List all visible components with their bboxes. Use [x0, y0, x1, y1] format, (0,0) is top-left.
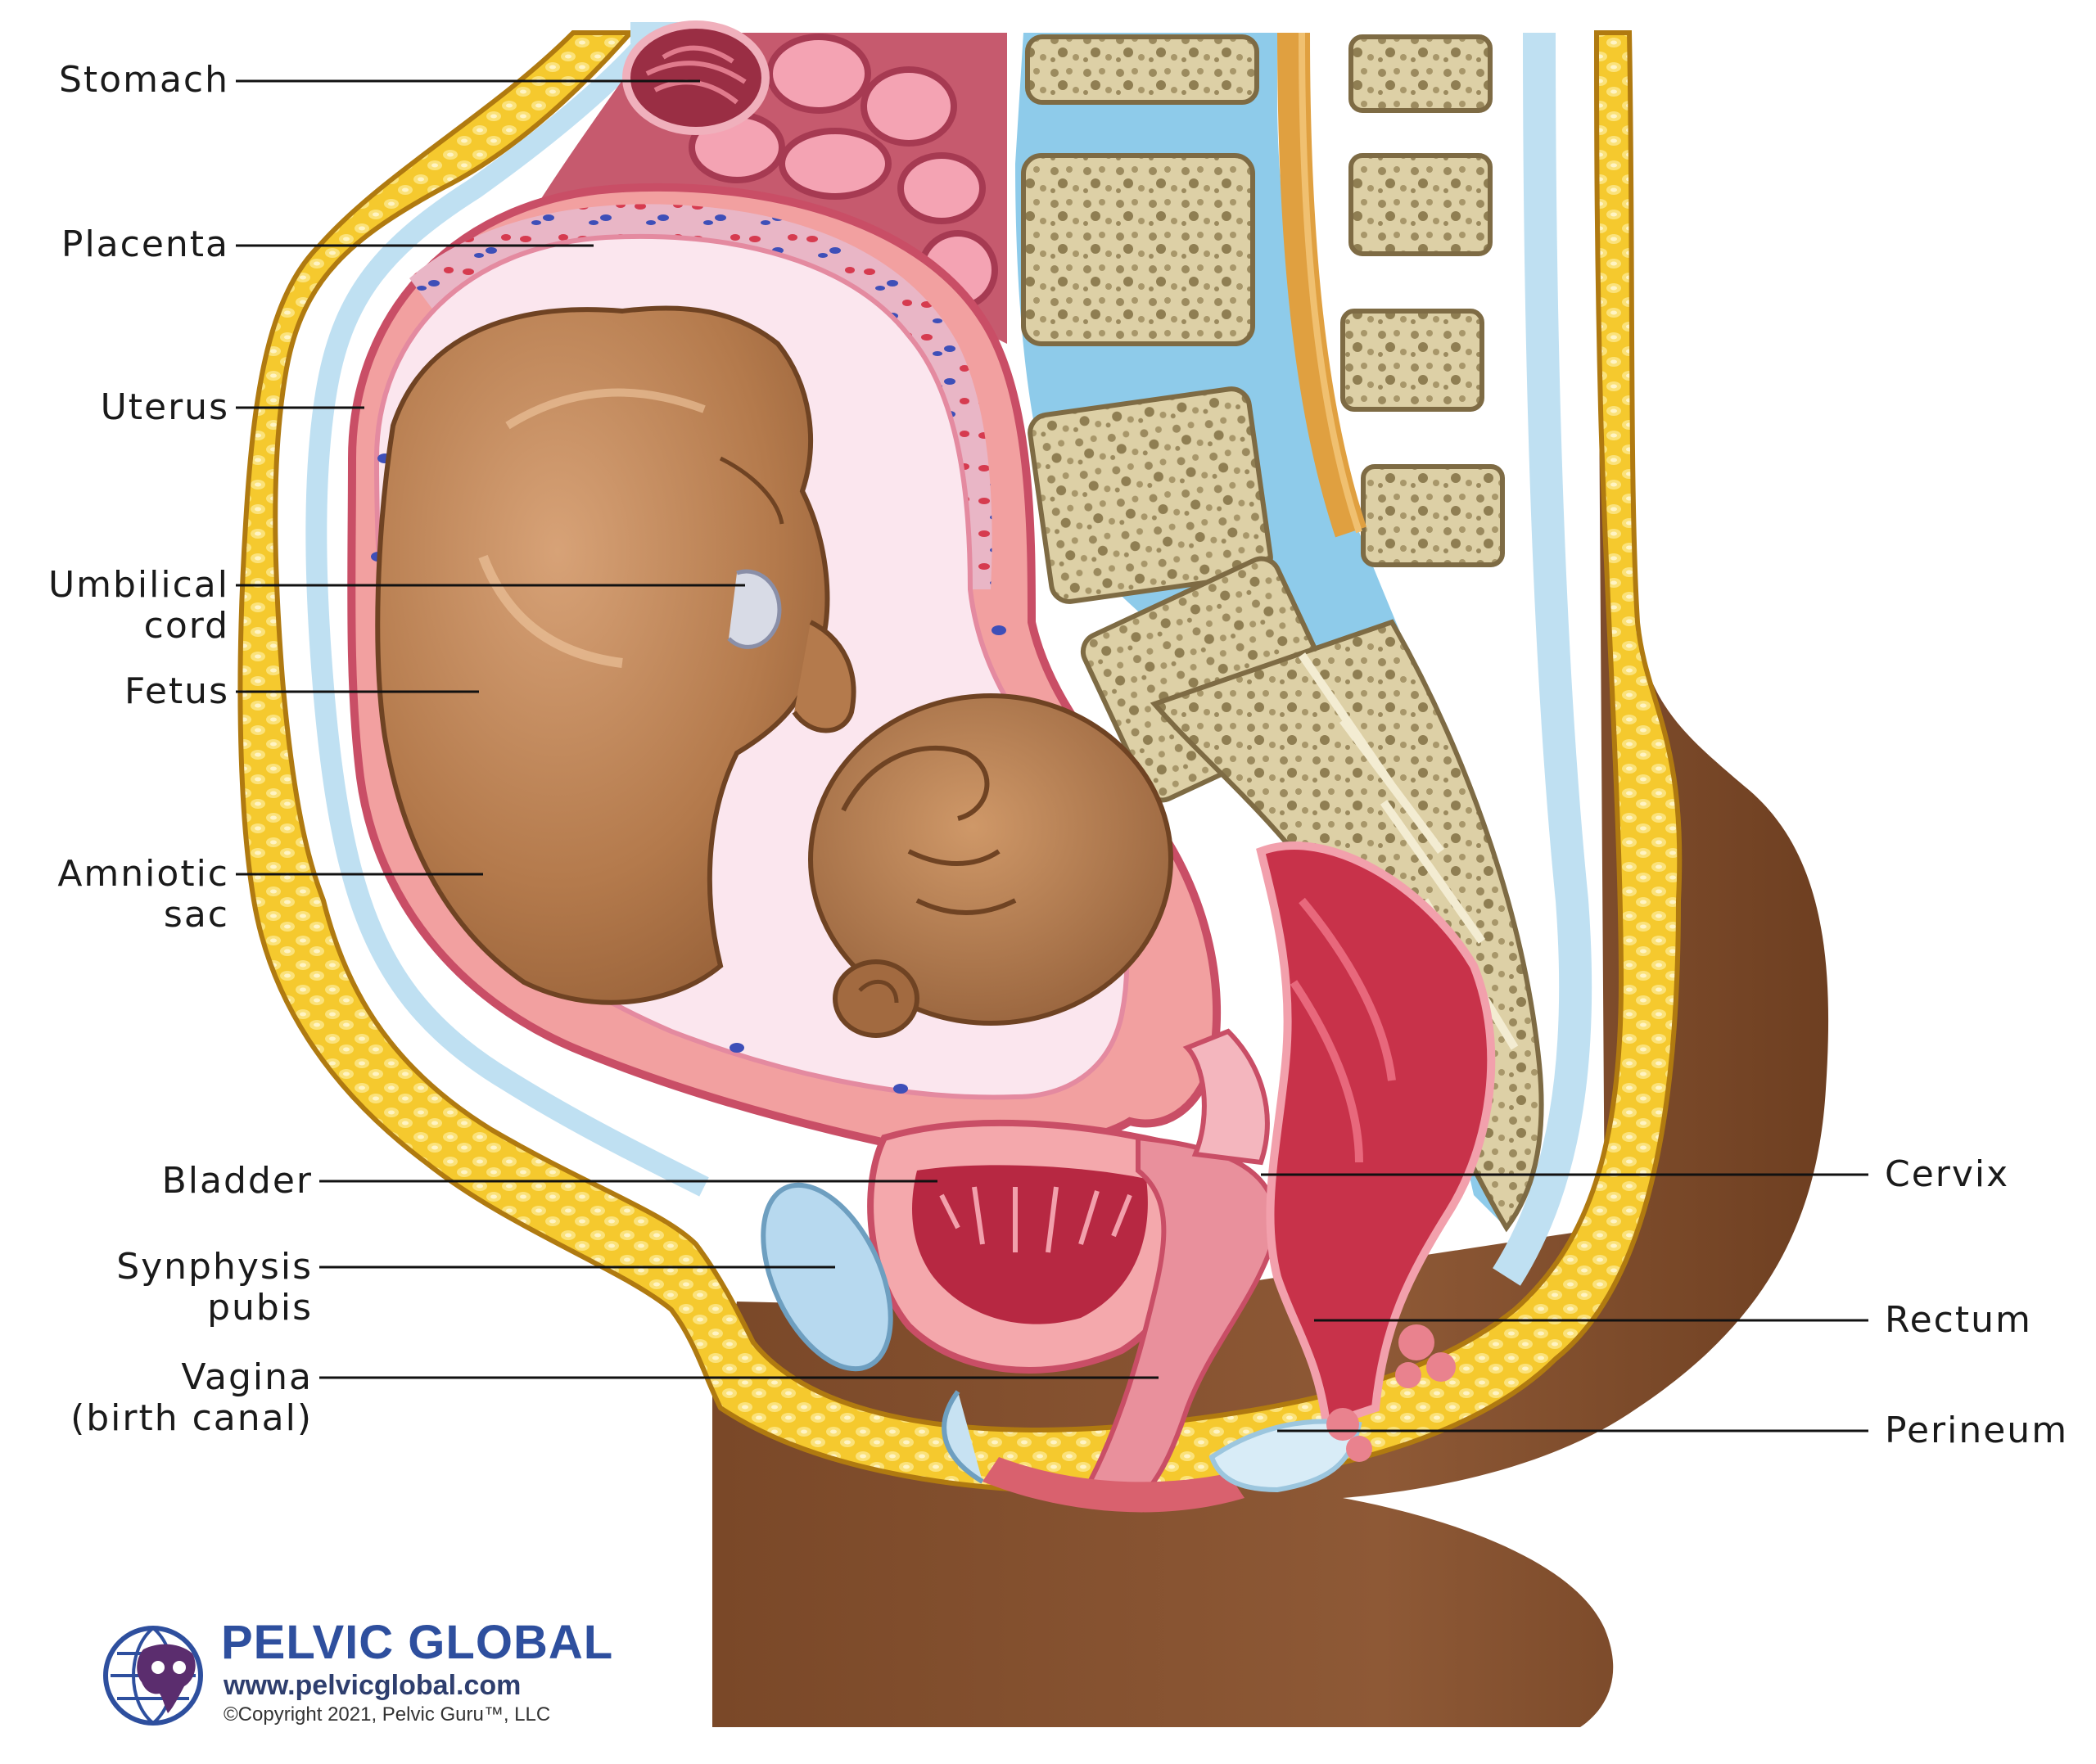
fat-layer — [237, 30, 1683, 1494]
perineum — [1208, 1408, 1372, 1493]
label-vagina: Vagina (birth canal) — [70, 1356, 313, 1439]
label-fetus: Fetus — [124, 670, 229, 712]
abdominal-fascia — [305, 22, 1592, 1286]
vagina — [982, 1028, 1281, 1513]
synphysis-pubis — [761, 1182, 984, 1484]
label-stomach: Stomach — [58, 59, 229, 101]
label-placenta: Placenta — [61, 223, 229, 265]
bladder — [867, 1119, 1194, 1374]
label-uterus: Uterus — [100, 386, 229, 428]
label-cervix: Cervix — [1885, 1153, 2010, 1195]
logo-url[interactable]: www.pelvicglobal.com — [224, 1670, 522, 1701]
umbilical-cord — [727, 569, 782, 649]
logo-brand: PELVIC GLOBAL — [221, 1616, 614, 1669]
pelvic-global-logo: PELVIC GLOBAL www.pelvicglobal.com ©Copy… — [102, 1617, 626, 1748]
stomach — [622, 20, 770, 135]
logo-copyright: ©Copyright 2021, Pelvic Guru™, LLC — [224, 1703, 551, 1726]
label-perineum: Perineum — [1885, 1410, 2069, 1451]
label-rectum: Rectum — [1885, 1299, 2032, 1341]
label-umbilical-cord: Umbilical cord — [47, 564, 229, 647]
fetus — [375, 305, 1173, 1038]
label-amniotic-sac: Amniotic sac — [57, 853, 229, 936]
label-synphysis-pubis: Synphysis pubis — [116, 1246, 313, 1329]
rectum — [1256, 841, 1496, 1430]
leader-lines — [236, 79, 1868, 1432]
label-bladder: Bladder — [161, 1160, 313, 1202]
globe-pelvis-icon — [103, 1626, 203, 1726]
